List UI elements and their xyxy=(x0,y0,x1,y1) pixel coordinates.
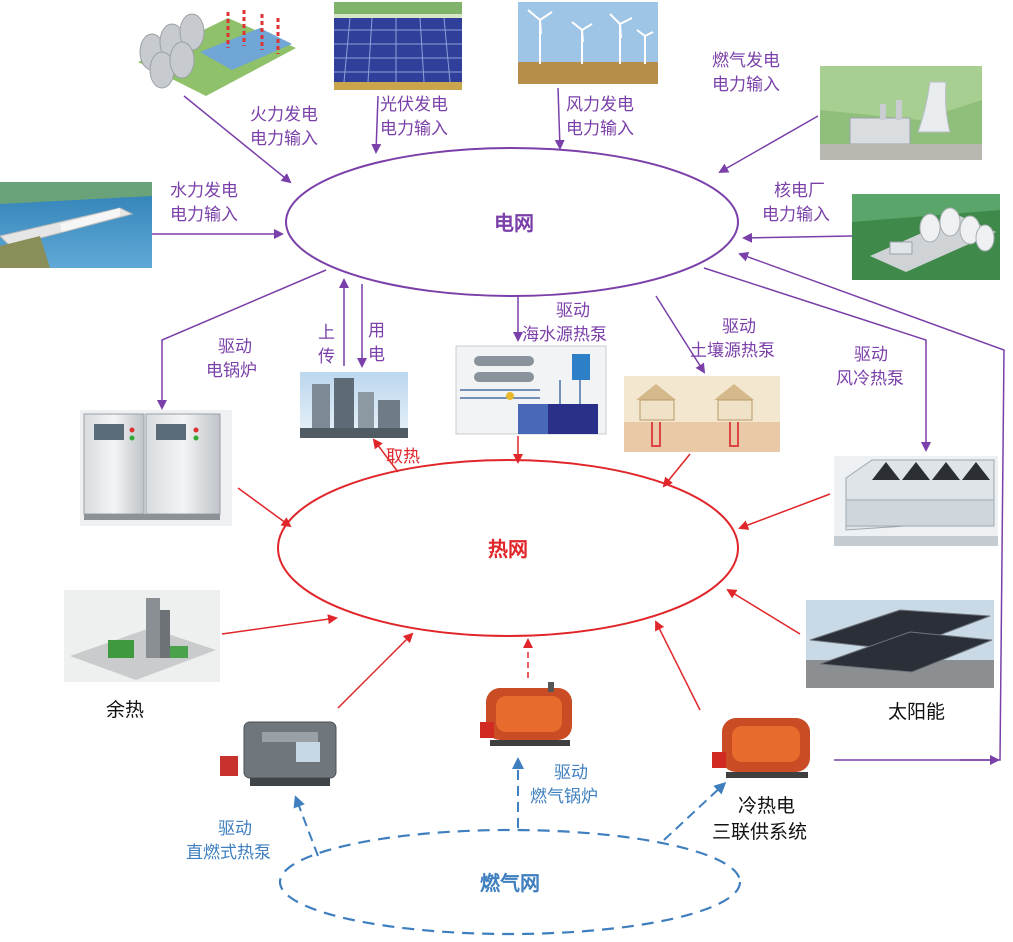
pv-input-arrow xyxy=(371,95,382,154)
thermal-power-plant-image xyxy=(138,10,296,96)
svg-text:驱动: 驱动 xyxy=(218,337,252,357)
seawater-heat-pump-schematic xyxy=(455,345,607,435)
svg-text:驱动: 驱动 xyxy=(218,819,252,839)
heat-grid-label: 热网 xyxy=(488,537,528,561)
take-heat-label: 取热 xyxy=(386,447,420,467)
gas-to-direct-fired-arrow xyxy=(293,795,319,857)
ground-drive-label: 驱动 土壤源热泵 xyxy=(690,317,775,361)
wind-input-label: 风力发电 电力输入 xyxy=(566,95,634,139)
svg-text:三联供系统: 三联供系统 xyxy=(712,821,807,843)
power-grid-ellipse xyxy=(285,147,739,297)
take-heat-arrow xyxy=(372,438,399,473)
svg-text:核电厂: 核电厂 xyxy=(774,181,825,201)
gas-boiler-drive-label: 驱动 燃气锅炉 xyxy=(530,763,598,807)
city-buildings-image xyxy=(300,372,408,438)
cchp-power-arrow xyxy=(738,252,1005,761)
nuclear-input-arrow xyxy=(742,232,853,243)
electric-boiler-heat-arrow xyxy=(237,487,292,528)
hydro-input-label: 水力发电 电力输入 xyxy=(170,181,238,225)
svg-text:驱动: 驱动 xyxy=(722,317,756,337)
wind-farm-image xyxy=(518,2,658,84)
svg-text:火力发电: 火力发电 xyxy=(250,105,318,125)
waste-heat-plant-image xyxy=(64,590,220,682)
svg-text:电锅炉: 电锅炉 xyxy=(206,361,257,381)
heat-grid-ellipse xyxy=(277,459,739,637)
ground-drive-arrow xyxy=(655,295,706,374)
thermal-input-label: 火力发电 电力输入 xyxy=(250,105,318,149)
cchp-heat-arrow xyxy=(655,620,701,711)
electric-boiler-drive-arrow xyxy=(157,269,327,410)
svg-text:驱动: 驱动 xyxy=(854,345,888,365)
air-hp-drive-arrow xyxy=(703,267,931,452)
electric-boiler-drive-label: 驱动 电锅炉 xyxy=(206,337,257,381)
pv-panels-image xyxy=(334,2,462,90)
svg-text:用: 用 xyxy=(368,321,385,341)
svg-text:电力输入: 电力输入 xyxy=(566,119,634,139)
ground-heat-pump-image xyxy=(624,376,780,452)
cchp-unit-image xyxy=(706,710,818,782)
direct-fired-heat-pump-image xyxy=(220,714,340,798)
air-hp-heat-arrow xyxy=(738,493,831,530)
svg-text:燃气锅炉: 燃气锅炉 xyxy=(530,787,598,807)
gas-grid-ellipse xyxy=(278,828,742,936)
solar-label: 太阳能 xyxy=(888,701,945,723)
svg-text:海水源热泵: 海水源热泵 xyxy=(522,325,607,345)
nuclear-plant-image xyxy=(852,194,1000,280)
svg-text:冷热电: 冷热电 xyxy=(738,795,795,817)
use-power-label: 用 电 xyxy=(368,321,385,365)
waste-heat-arrow xyxy=(221,614,338,635)
gas-boiler-image xyxy=(472,680,580,750)
gas-to-cchp-arrow xyxy=(663,781,727,841)
svg-text:电力输入: 电力输入 xyxy=(380,119,448,139)
gas-power-plant-image xyxy=(820,66,982,160)
cchp-label: 冷热电 三联供系统 xyxy=(712,795,807,843)
svg-text:风力发电: 风力发电 xyxy=(566,95,634,115)
air-hp-drive-label: 驱动 风冷热泵 xyxy=(836,345,904,389)
svg-text:驱动: 驱动 xyxy=(554,763,588,783)
solar-heat-arrow xyxy=(726,588,801,635)
gas-power-input-label: 燃气发电 电力输入 xyxy=(712,51,780,95)
svg-text:燃气发电: 燃气发电 xyxy=(712,51,780,71)
svg-text:水力发电: 水力发电 xyxy=(170,181,238,201)
svg-text:电: 电 xyxy=(368,345,385,365)
svg-text:传: 传 xyxy=(318,347,335,367)
svg-text:电力输入: 电力输入 xyxy=(712,75,780,95)
svg-text:电力输入: 电力输入 xyxy=(250,129,318,149)
svg-text:电力输入: 电力输入 xyxy=(762,205,830,225)
waste-heat-label: 余热 xyxy=(106,699,144,721)
thermal-input-arrow xyxy=(183,95,292,184)
nuclear-input-label: 核电厂 电力输入 xyxy=(762,181,830,225)
hydro-dam-image xyxy=(0,182,152,268)
air-cooled-heat-pump-image xyxy=(834,456,998,546)
seawater-drive-label: 驱动 海水源热泵 xyxy=(522,301,607,345)
power-grid-label: 电网 xyxy=(494,211,534,235)
ground-heat-arrow xyxy=(662,453,691,488)
gas-power-input-arrow xyxy=(718,115,819,173)
direct-fired-heat-arrow xyxy=(337,632,414,709)
upload-label: 上 传 xyxy=(318,323,335,367)
electric-boiler-image xyxy=(80,410,232,526)
svg-text:风冷热泵: 风冷热泵 xyxy=(836,369,904,389)
svg-text:直燃式热泵: 直燃式热泵 xyxy=(186,843,271,863)
direct-fired-drive-label: 驱动 直燃式热泵 xyxy=(186,819,271,863)
pv-input-label: 光伏发电 电力输入 xyxy=(380,95,448,139)
wind-input-arrow xyxy=(554,87,565,150)
svg-text:土壤源热泵: 土壤源热泵 xyxy=(690,340,775,361)
svg-text:驱动: 驱动 xyxy=(556,301,590,321)
svg-text:电力输入: 电力输入 xyxy=(170,205,238,225)
solar-collectors-image xyxy=(806,600,994,688)
gas-grid-label: 燃气网 xyxy=(480,871,540,895)
svg-text:光伏发电: 光伏发电 xyxy=(380,95,448,115)
svg-text:上: 上 xyxy=(318,323,335,343)
